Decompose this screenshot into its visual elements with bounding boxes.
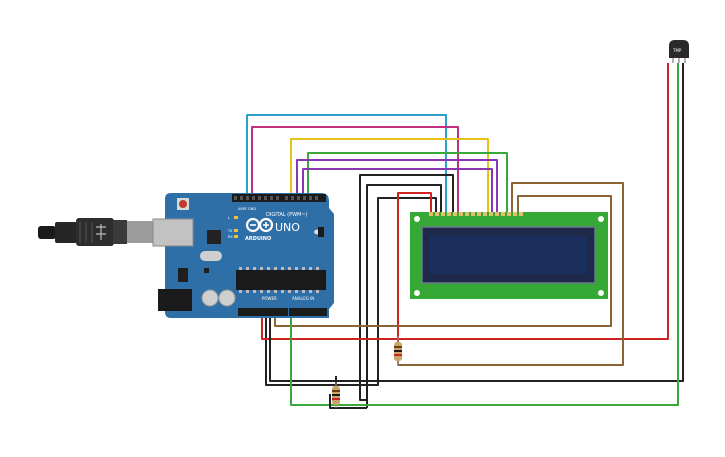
arduino-uno-board[interactable]: AREF GND DIGITAL (PWM~) ARDUINO UNO TX R…: [152, 193, 334, 318]
power-header[interactable]: [238, 308, 288, 316]
atmega-chip: [236, 270, 326, 290]
analog-label: ANALOG IN: [292, 296, 314, 301]
wire-red-lcd[interactable]: [397, 192, 432, 345]
resistor-sensor[interactable]: [332, 382, 340, 408]
sensor-label: TMP: [672, 48, 682, 53]
wire-black-gnd[interactable]: [269, 63, 684, 382]
wire-green-top[interactable]: [307, 152, 508, 213]
wire-yellow[interactable]: [290, 138, 489, 213]
wire-purple-2[interactable]: [302, 168, 493, 213]
gnd-label: GND: [248, 207, 256, 211]
wire-black-lcd-1[interactable]: [359, 174, 454, 401]
usb-icon: [96, 224, 106, 240]
temperature-sensor[interactable]: TMP: [669, 40, 689, 63]
wire-blue[interactable]: [246, 114, 447, 213]
wire-black-lcd-2[interactable]: [366, 184, 442, 408]
wire-resistor-bottom[interactable]: [329, 394, 367, 409]
analog-header[interactable]: [289, 308, 327, 316]
uno-label: UNO: [275, 221, 300, 234]
wire-purple-1[interactable]: [296, 159, 498, 213]
power-jack[interactable]: [158, 289, 192, 311]
rx-label: RX: [228, 235, 233, 239]
power-label: POWER: [262, 296, 277, 301]
tx-label: TX: [227, 229, 233, 233]
usb-port[interactable]: [152, 218, 194, 247]
wires: [246, 63, 684, 409]
lcd-screen: [429, 236, 587, 274]
aref-label: AREF: [238, 207, 247, 211]
arduino-logo-text: ARDUINO: [245, 236, 271, 242]
digital-label: DIGITAL (PWM~): [266, 212, 308, 218]
wire-black-lcd-3[interactable]: [265, 197, 437, 386]
wire-green-analog[interactable]: [290, 63, 679, 406]
wire-brown-inner[interactable]: [274, 195, 612, 327]
resistor-lcd[interactable]: [394, 336, 402, 366]
wire-red-power[interactable]: [261, 63, 669, 340]
reset-button-cap[interactable]: [179, 200, 187, 208]
lcd-16x2[interactable]: [410, 212, 608, 299]
l-label: L: [228, 216, 230, 220]
arduino-logo-icon: [245, 217, 274, 233]
